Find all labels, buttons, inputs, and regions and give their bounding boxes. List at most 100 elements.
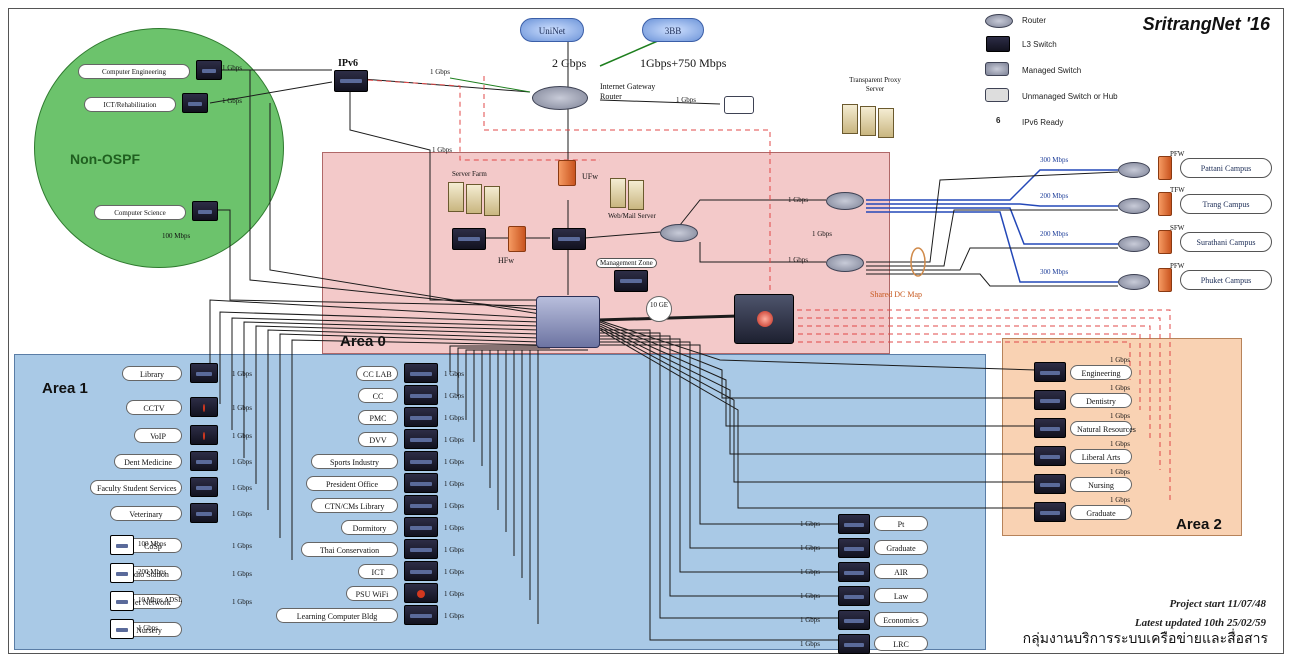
fan-m8 xyxy=(505,349,572,532)
core-router[interactable] xyxy=(660,224,698,242)
area1-mid-switch-10[interactable] xyxy=(404,561,438,581)
area1-right-6: LRC xyxy=(874,636,928,651)
area1-left-switch-7[interactable] xyxy=(110,535,134,555)
area1-mid-switch-5[interactable] xyxy=(404,451,438,471)
area1-left-5: Faculty Student Services xyxy=(90,480,182,495)
area1-mid-switch-4[interactable] xyxy=(404,429,438,449)
campus-router-2[interactable] xyxy=(1118,198,1150,214)
area1-left-switch-4[interactable] xyxy=(190,451,218,471)
area1-left-switch-3[interactable] xyxy=(190,425,218,445)
area2-speed-4: 1 Gbps xyxy=(1110,440,1131,448)
proxy-label: Transparent Proxy Server xyxy=(849,76,901,93)
area1-mid-switch-9[interactable] xyxy=(404,539,438,559)
link-core-router xyxy=(584,231,661,239)
gateway-label: Internet Gateway Router xyxy=(600,82,656,101)
area1-right-switch-4[interactable] xyxy=(838,586,870,606)
campus-router-3[interactable] xyxy=(1118,236,1150,252)
area1-left-switch-1[interactable] xyxy=(190,363,218,383)
proxy-switch[interactable] xyxy=(724,96,754,114)
area1-mid-switch-2[interactable] xyxy=(404,385,438,405)
area1-right-switch-6[interactable] xyxy=(838,634,870,654)
area1-left-switch-10[interactable] xyxy=(110,619,134,639)
project-start: Project start 11/07/48 xyxy=(1169,598,1266,610)
fan-r2 xyxy=(598,341,840,549)
campus-firewall-1[interactable] xyxy=(1158,156,1172,180)
area1-mid-switch-8[interactable] xyxy=(404,517,438,537)
campus-firewall-4[interactable] xyxy=(1158,268,1172,292)
area1-right-speed-5: 1 Gbps xyxy=(800,616,821,624)
proxy-server-3 xyxy=(878,108,894,138)
link-ict xyxy=(209,81,333,104)
campus-router-speed-3: 1 Gbps xyxy=(788,256,809,264)
area1-mid-switch-7[interactable] xyxy=(404,495,438,515)
area2-switch-3[interactable] xyxy=(1034,418,1066,438)
campus-firewall-3[interactable] xyxy=(1158,230,1172,254)
dashed-4 xyxy=(780,317,1161,470)
web-server-2 xyxy=(628,180,644,210)
non-ospf-switch-1[interactable] xyxy=(196,60,222,80)
area1-right-switch-3[interactable] xyxy=(838,562,870,582)
area1-mid-switch-12[interactable] xyxy=(404,605,438,625)
mgmt-switch[interactable] xyxy=(614,270,648,292)
area2-switch-6[interactable] xyxy=(1034,502,1066,522)
dmz-switch[interactable] xyxy=(552,228,586,250)
area1-mid-3: PMC xyxy=(358,410,398,425)
fan-l1 xyxy=(209,299,541,370)
campus-router-1[interactable] xyxy=(826,192,864,210)
blue-2 xyxy=(866,203,1118,207)
fan-m4 xyxy=(473,349,556,442)
fan-m1 xyxy=(449,345,548,372)
area1-mid-9: Thai Conservation xyxy=(301,542,398,557)
isp-speed: 1Gbps+750 Mbps xyxy=(640,56,727,70)
farm-switch[interactable] xyxy=(452,228,486,250)
area2-switch-1[interactable] xyxy=(1034,362,1066,382)
area1-left-speed-4: 1 Gbps xyxy=(232,458,253,466)
non-ospf-switch-3[interactable] xyxy=(192,201,218,221)
area1-left-speed-3: 1 Gbps xyxy=(232,432,253,440)
farm-server-2 xyxy=(466,184,482,214)
campus-router-4[interactable] xyxy=(1118,274,1150,290)
campus-router-1[interactable] xyxy=(1118,162,1150,178)
campus-firewall-2[interactable] xyxy=(1158,192,1172,216)
dashed-5 xyxy=(780,325,1151,440)
area1-right-switch-2[interactable] xyxy=(838,538,870,558)
gray-1 xyxy=(866,171,1119,263)
area1-mid-switch-6[interactable] xyxy=(404,473,438,493)
area2-switch-4[interactable] xyxy=(1034,446,1066,466)
redundant-label: Shared DC Map xyxy=(870,290,922,299)
ipv6-switch[interactable] xyxy=(334,70,368,92)
area2-switch-5[interactable] xyxy=(1034,474,1066,494)
area1-mid-switch-1[interactable] xyxy=(404,363,438,383)
area1-left-9: Net Network xyxy=(118,594,182,609)
speed-area0: 1 Gbps xyxy=(432,146,453,154)
area1-left-switch-2[interactable] xyxy=(190,397,218,417)
campus-speed-2: 200 Mbps xyxy=(1040,192,1069,200)
area1-left-speed-2: 1 Gbps xyxy=(232,404,253,412)
uninet-cloud: UniNet xyxy=(520,18,584,42)
core-switch[interactable] xyxy=(536,296,600,348)
web-server-1 xyxy=(610,178,626,208)
area1-left-switch-9[interactable] xyxy=(110,591,134,611)
dashed-6 xyxy=(780,333,1141,410)
area1-right-switch-5[interactable] xyxy=(838,610,870,630)
core-switch-2[interactable] xyxy=(734,294,794,344)
area1-left-switch-6[interactable] xyxy=(190,503,218,523)
dashed-3 xyxy=(770,309,1171,500)
diagram-title: SritrangNet '16 xyxy=(1142,14,1270,34)
gateway-router[interactable] xyxy=(532,86,588,110)
fan-m10 xyxy=(521,349,580,578)
area1-left-switch-8[interactable] xyxy=(110,563,134,583)
area1-left-switch-5[interactable] xyxy=(190,477,218,497)
area2-switch-2[interactable] xyxy=(1034,390,1066,410)
area1-mid-switch-11[interactable] xyxy=(404,583,438,603)
area1-right-switch-1[interactable] xyxy=(838,514,870,534)
campus-router-2[interactable] xyxy=(826,254,864,272)
ufw-firewall[interactable] xyxy=(558,160,576,186)
uninet-speed: 2 Gbps xyxy=(552,56,587,70)
area1-right-speed-6: 1 Gbps xyxy=(800,640,821,648)
fan-a2-2 xyxy=(599,321,1036,399)
area1-left-4: Dent Medicine xyxy=(114,454,182,469)
non-ospf-switch-2[interactable] xyxy=(182,93,208,113)
area1-mid-switch-3[interactable] xyxy=(404,407,438,427)
hfw-firewall[interactable] xyxy=(508,226,526,252)
